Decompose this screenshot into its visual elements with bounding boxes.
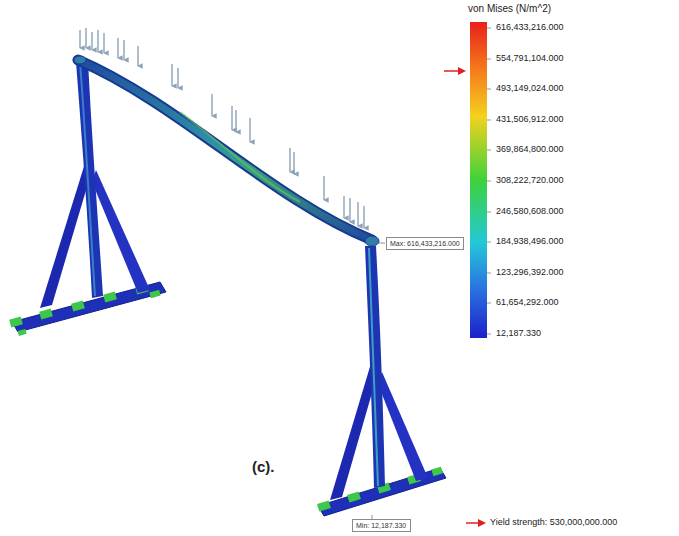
- yield-note: Yield strength: 530,000,000.000: [490, 517, 617, 527]
- scale-value: 431,506,912.000: [496, 114, 564, 124]
- legend-title: von Mises (N/m^2): [468, 3, 551, 14]
- scale-value: 246,580,608.000: [496, 206, 564, 216]
- scale-value: 493,149,024.000: [496, 83, 564, 93]
- callout-leader: [372, 243, 385, 519]
- yield-arrow: [444, 67, 486, 527]
- scale-value: 616,433,216.000: [496, 22, 564, 32]
- left-support: [9, 62, 166, 336]
- callout-text: Min: 12,187.330: [356, 521, 407, 530]
- scale-value: 123,296,392.000: [496, 267, 564, 277]
- bar-ticks: [487, 28, 491, 334]
- figure-caption: (c).: [252, 458, 275, 475]
- gantry-beam: [74, 56, 379, 246]
- scale-value: 61,654,292.000: [496, 297, 559, 307]
- value-callout: Max: 616,433,216.000: [386, 237, 464, 250]
- scale-value: 184,938,496.000: [496, 236, 564, 246]
- color-bar: [470, 22, 487, 338]
- scale-value: 308,222,720.000: [496, 175, 564, 185]
- callout-text: Max: 616,433,216.000: [390, 239, 460, 248]
- load-arrows: [80, 28, 364, 228]
- scale-value: 369,864,800.000: [496, 144, 564, 154]
- scale-value: 12,187.330: [496, 328, 541, 338]
- right-support: [317, 246, 446, 516]
- scale-value: 554,791,104.000: [496, 53, 564, 63]
- value-callout: Min: 12,187.330: [352, 519, 411, 532]
